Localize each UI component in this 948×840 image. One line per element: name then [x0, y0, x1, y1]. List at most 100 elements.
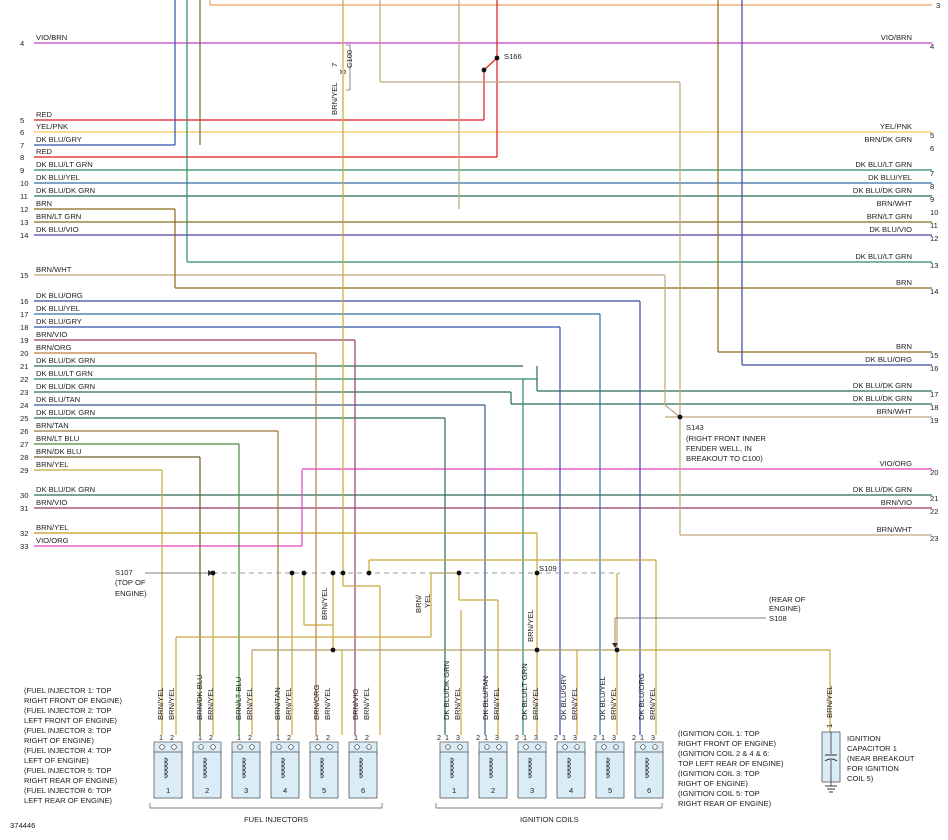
mid-wire-label-2: YEL — [423, 594, 432, 608]
capacitor-desc: FOR IGNITION — [847, 764, 899, 773]
coil-winding-icon — [527, 757, 532, 779]
pin-terminal — [613, 744, 619, 750]
right-wire-label: DK BLU/YEL — [868, 173, 912, 182]
pin-terminal — [523, 744, 529, 750]
left-wire-label: BRN/LT BLU — [36, 434, 79, 443]
pin-label: 2 — [248, 733, 252, 742]
s109-label: S109 — [539, 564, 557, 573]
component-body — [595, 751, 625, 799]
right-pin-19: 19 — [930, 416, 938, 425]
wire-diagonal — [664, 404, 681, 418]
left-wire-label: BRN/DK BLU — [36, 447, 82, 456]
left-pin-15: 15 — [20, 271, 28, 280]
c100-label: C100 — [345, 50, 354, 68]
injector-note: (FUEL INJECTOR 5: TOP — [24, 766, 112, 775]
horizontal-wires — [34, 42, 932, 547]
left-pin-27: 27 — [20, 440, 28, 449]
left-wire-label: BRN/LT GRN — [36, 212, 81, 221]
connector-housing — [517, 741, 547, 754]
top-pin-right: 3 — [936, 1, 940, 10]
left-wire-label: DK BLU/DK GRN — [36, 408, 95, 417]
injector-note: RIGHT REAR OF ENGINE) — [24, 776, 118, 785]
coil-note: (IGNITION COIL 5: TOP — [678, 789, 760, 798]
connector-housing — [595, 741, 625, 754]
left-pin-28: 28 — [20, 453, 28, 462]
left-pin-9: 9 — [20, 166, 24, 175]
right-pin-7: 7 — [930, 169, 934, 178]
pin-terminal — [366, 744, 372, 750]
left-wire-label: YEL/PNK — [36, 122, 68, 131]
component-body — [192, 751, 222, 799]
coil-notes: (IGNITION COIL 1: TOP RIGHT FRONT OF ENG… — [678, 729, 784, 808]
left-pin-13: 13 — [20, 218, 28, 227]
splice-dot — [366, 570, 372, 576]
splice-dot — [481, 67, 487, 73]
injector-coil-icon — [163, 757, 168, 779]
capacitor-pin: 1 — [825, 724, 834, 728]
injector-note: (FUEL INJECTOR 1: TOP — [24, 686, 112, 695]
right-pin-21: 21 — [930, 494, 938, 503]
pin-label: 1 — [159, 733, 163, 742]
s108-id: S108 — [769, 614, 787, 623]
pin-label: 1 — [445, 733, 449, 742]
injector-coil-icon — [241, 757, 246, 779]
right-pin-12: 12 — [930, 234, 938, 243]
coils-group-label: IGNITION COILS — [520, 815, 579, 824]
component-number: 1 — [166, 786, 170, 795]
injector-coil-icon — [202, 757, 207, 779]
component-body — [153, 751, 183, 799]
left-pin-10: 10 — [20, 179, 28, 188]
wire-label: BRN/VIO — [351, 689, 360, 720]
s107-desc-1: (TOP OF — [115, 578, 146, 587]
injector-note: (FUEL INJECTOR 6: TOP — [24, 786, 112, 795]
pin-label: 2 — [437, 733, 441, 742]
wire-label: BRN/YEL — [570, 688, 579, 721]
splice-dot — [494, 55, 500, 61]
right-wire-label: BRN/WHT — [877, 525, 913, 534]
wire-label: DK BLU/DK GRN — [442, 661, 451, 720]
pin-label: 1 — [354, 733, 358, 742]
pin-terminal — [457, 744, 463, 750]
capacitor-plate-2 — [824, 758, 838, 762]
pin-terminal — [237, 744, 243, 750]
pin-terminal — [496, 744, 502, 750]
left-wire-label: DK BLU/ORG — [36, 291, 83, 300]
capacitor-desc: IGNITION — [847, 734, 881, 743]
pin-terminal — [574, 744, 580, 750]
coil-winding-icon — [644, 757, 649, 779]
left-wire-label: VIO/BRN — [36, 33, 67, 42]
s107-arrowhead — [208, 570, 213, 576]
pin-label: 2 — [476, 733, 480, 742]
ignition-capacitor: 1 BRN/YEL IGNITION CAPACITOR 1 (NEAR BRE… — [821, 686, 915, 793]
pin-terminal — [445, 744, 451, 750]
coil-winding-icon — [449, 757, 454, 779]
connector-housing — [439, 741, 469, 754]
component-number: 5 — [608, 786, 612, 795]
pin-label: 2 — [554, 733, 558, 742]
pin-label: 1 — [562, 733, 566, 742]
pin-label: 3 — [651, 733, 655, 742]
right-wire-label: DK BLU/DK GRN — [853, 394, 912, 403]
left-pin-5: 5 — [20, 116, 24, 125]
coil-note: RIGHT OF ENGINE) — [678, 779, 748, 788]
right-pin-4: 4 — [930, 42, 934, 51]
splice-dot — [301, 570, 307, 576]
component-number: 6 — [647, 786, 651, 795]
ground-icon — [825, 785, 837, 793]
component-body — [478, 751, 508, 799]
left-wire-label: DK BLU/LT GRN — [36, 160, 93, 169]
injector-notes: (FUEL INJECTOR 1: TOP RIGHT FRONT OF ENG… — [24, 686, 122, 805]
pin-label: 3 — [456, 733, 460, 742]
pin-terminal — [315, 744, 321, 750]
pin-label: 3 — [573, 733, 577, 742]
left-wire-label: DK BLU/YEL — [36, 304, 80, 313]
right-pin-20: 20 — [930, 468, 938, 477]
capacitor-desc: (NEAR BREAKOUT — [847, 754, 915, 763]
pin-terminal — [640, 744, 646, 750]
left-wire-label: BRN/YEL — [36, 523, 69, 532]
injector-note: LEFT OF ENGINE) — [24, 756, 89, 765]
